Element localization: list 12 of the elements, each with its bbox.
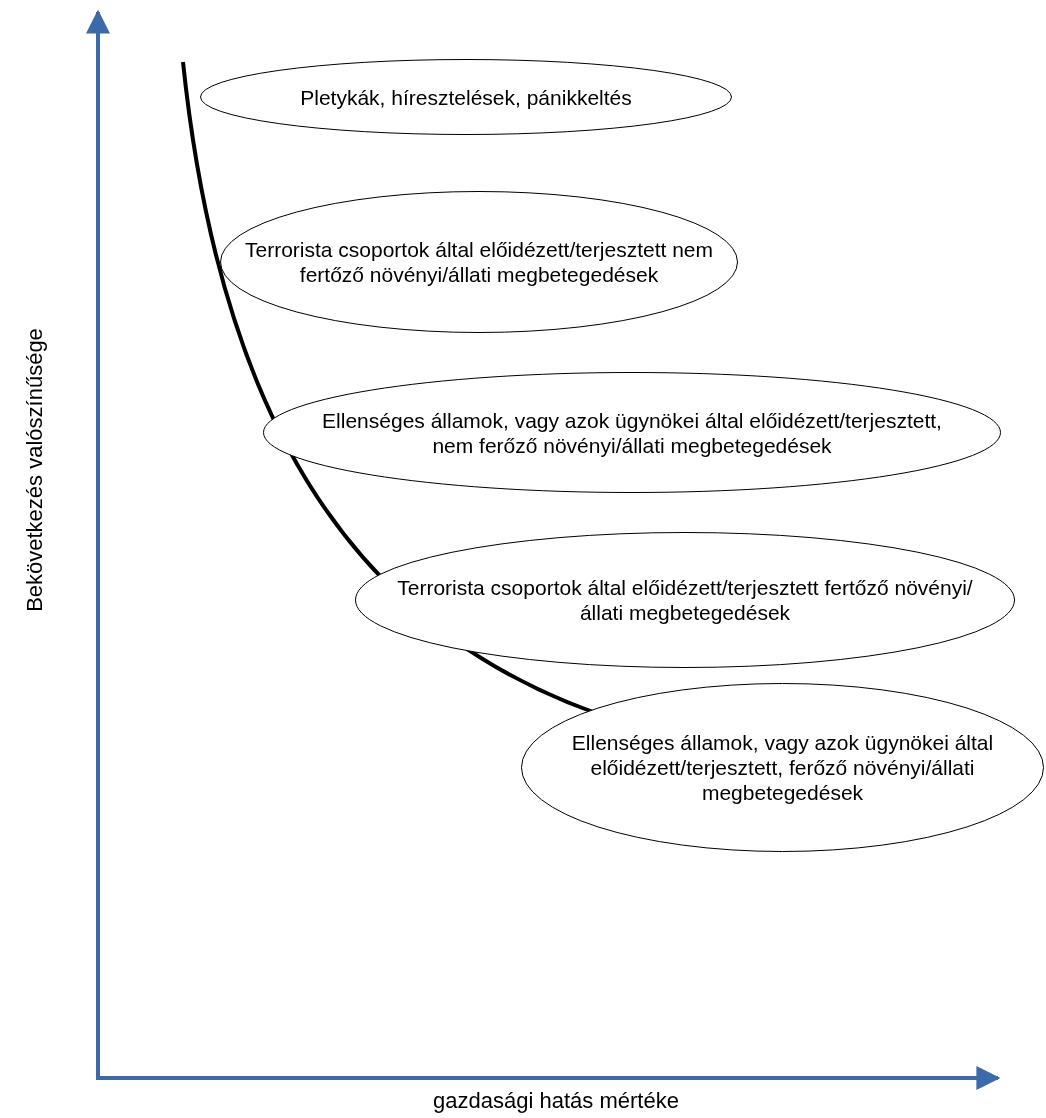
node-text: Terrorista csoportok által előidézett/terjesztett nem fertőző növényi/állati megbetegedések <box>244 237 714 287</box>
node-text: Ellenséges államok, vagy azok ügynökei által előidézett/terjesztett, nem ferőző növényi/állati megbetegedések <box>321 407 943 458</box>
node-text: Ellenséges államok, vagy azok ügynökei által előidézett/terjesztett, ferőző növényi/állati megbetegedések <box>570 730 995 805</box>
ellipse <box>200 59 732 135</box>
ellipse <box>220 191 738 333</box>
ellipse <box>263 372 1001 493</box>
ellipse <box>355 532 1015 668</box>
x-axis-label: gazdasági hatás mértéke <box>433 1088 679 1114</box>
y-axis-label: Bekövetkezés valószínűsége <box>22 328 48 612</box>
node-text: Pletykák, híresztelések, pánikkeltés <box>299 84 633 110</box>
node-text: Terrorista csoportok által előidézett/terjesztett fertőző növényi/állati megbetegedések <box>396 575 974 625</box>
ellipse <box>521 683 1044 852</box>
